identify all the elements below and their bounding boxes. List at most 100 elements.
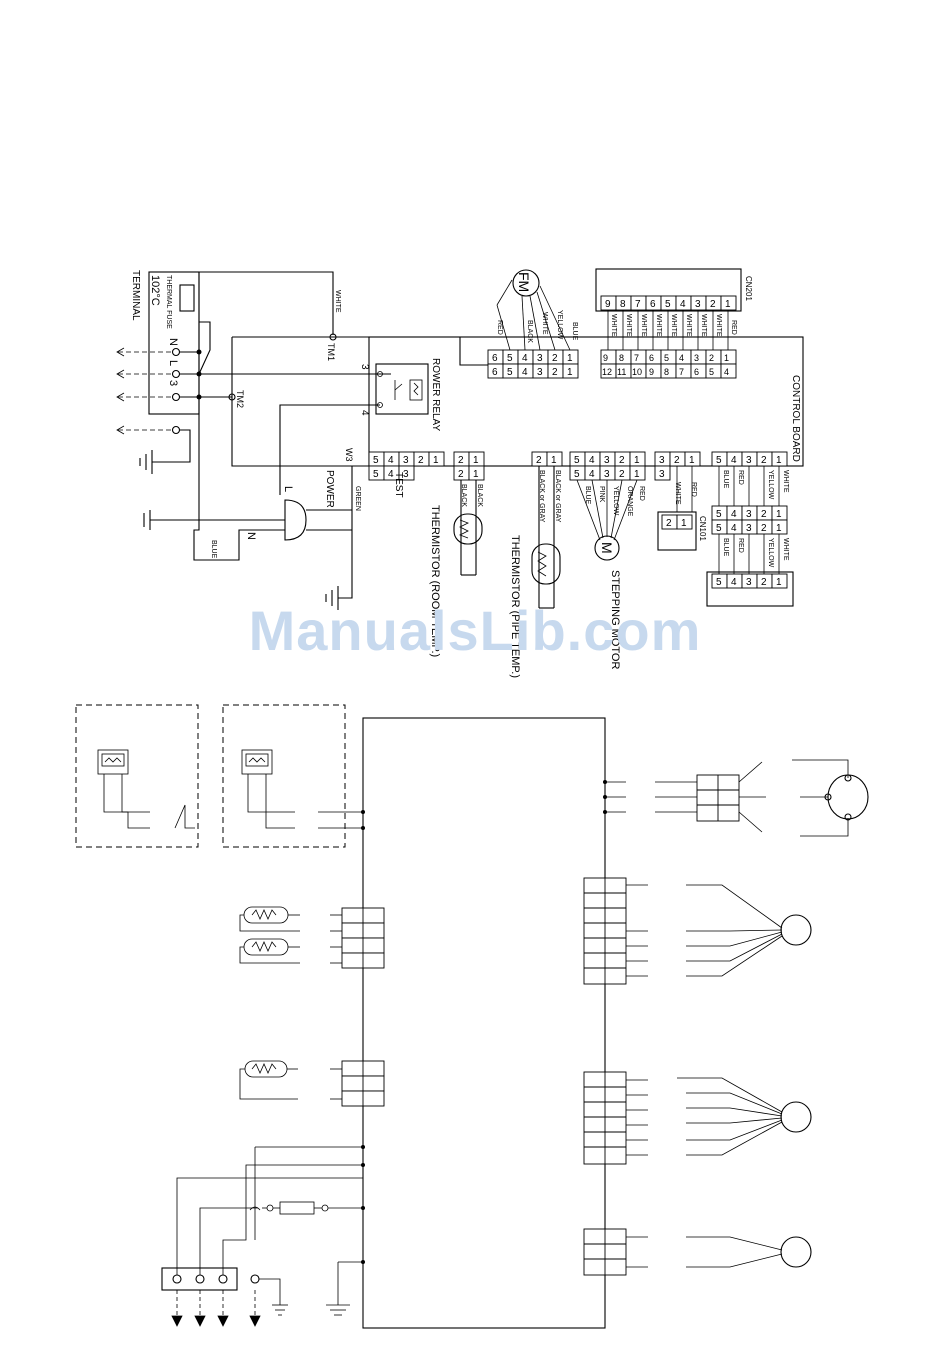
svg-text:4: 4 (731, 509, 737, 520)
wire-label-white-tm1: WHITE (334, 290, 341, 313)
cn201-board-connector: 9 8 7 6 5 4 3 2 1 12 11 10 9 8 7 6 5 4 (600, 349, 737, 379)
pipe-thermistor-label: THERMISTOR (PIPE TEMP.) (509, 535, 521, 678)
svg-text:4: 4 (731, 577, 737, 588)
thermal-fuse-label: THERMAL FUSE (165, 275, 172, 329)
cn201-label: CN201 (744, 276, 753, 301)
wire-label-white-cn201-6: WHITE (685, 314, 692, 337)
svg-text:1: 1 (567, 353, 573, 364)
terminal-label: TERMINAL (130, 270, 141, 321)
svg-text:11: 11 (617, 367, 626, 377)
svg-text:2: 2 (761, 455, 767, 466)
wire-label-white-cn201-4: WHITE (655, 314, 662, 337)
cn201-connector-housing (595, 268, 742, 312)
svg-text:5: 5 (716, 455, 722, 466)
wire-label-blue-sm: BLUE (584, 486, 591, 505)
wire-label-white-cn201-7: WHITE (700, 314, 707, 337)
wire-label-white-cn201-5: WHITE (670, 314, 677, 337)
wire-label-red-fm: RED (496, 320, 503, 335)
svg-text:1: 1 (681, 518, 687, 529)
svg-text:5: 5 (574, 455, 580, 466)
svg-text:4: 4 (679, 353, 684, 363)
plug-n-label: N (245, 532, 257, 540)
svg-text:1: 1 (776, 455, 782, 466)
svg-text:1: 1 (634, 455, 640, 466)
wire-label-blue-power: BLUE (210, 540, 217, 559)
schematic-connector-2 (583, 1071, 627, 1165)
svg-text:1: 1 (551, 455, 557, 466)
svg-text:8: 8 (664, 367, 669, 377)
svg-text:3: 3 (403, 469, 409, 480)
schematic-motor-3 (780, 1236, 812, 1268)
terminal-l-label: L (167, 360, 179, 366)
fan-motor-symbol (512, 269, 540, 297)
svg-text:3: 3 (746, 523, 752, 534)
svg-text:6: 6 (492, 367, 498, 378)
wire-label-yellow-fm: YELLOW (556, 310, 563, 340)
svg-text:1: 1 (776, 577, 782, 588)
wire-label-yellow-r1: YELLOW (767, 470, 774, 500)
cn201-connector: 9 8 7 6 5 4 3 2 1 (600, 295, 737, 311)
svg-text:7: 7 (679, 367, 684, 377)
wire-label-black-room-2: BLACK (460, 484, 467, 507)
test-connector: 5 4 3 2 1 5 4 3 (368, 451, 445, 481)
svg-text:7: 7 (635, 299, 641, 310)
svg-text:4: 4 (522, 367, 528, 378)
svg-text:3: 3 (746, 577, 752, 588)
wire-label-red-cn201: RED (730, 320, 737, 335)
stepping-motor-label: STEPPING MOTOR (609, 570, 621, 669)
cn101-board-connector: 3 2 1 3 (654, 451, 701, 481)
svg-text:5: 5 (507, 353, 513, 364)
schematic-motor-2 (780, 1101, 812, 1133)
svg-text:1: 1 (725, 299, 731, 310)
svg-text:1: 1 (473, 469, 479, 480)
svg-text:3: 3 (403, 455, 409, 466)
svg-text:6: 6 (492, 353, 498, 364)
svg-text:8: 8 (620, 299, 626, 310)
test-label: TEST (393, 472, 404, 498)
schematic-thermistor-connector-2 (341, 1060, 385, 1107)
svg-text:1: 1 (776, 509, 782, 520)
svg-text:2: 2 (710, 299, 716, 310)
svg-text:2: 2 (536, 455, 542, 466)
schematic-connector-3 (583, 1228, 627, 1276)
svg-text:3: 3 (537, 367, 543, 378)
wire-label-pipe-2: BLACK or GRAY (538, 470, 545, 523)
svg-text:2: 2 (552, 367, 558, 378)
stepping-motor-connector: 5 4 3 2 1 5 4 3 2 1 (569, 451, 646, 481)
schematic-fan-connector (696, 774, 740, 822)
svg-text:6: 6 (694, 367, 699, 377)
cn101-label: CN101 (698, 516, 707, 541)
svg-text:9: 9 (603, 353, 608, 363)
wire-label-white-fm: WHITE (541, 312, 548, 335)
wire-label-white-cn201-8: WHITE (715, 314, 722, 337)
svg-text:4: 4 (589, 469, 595, 480)
svg-text:5: 5 (664, 353, 669, 363)
wire-label-green: GREEN (354, 486, 361, 511)
schematic-thermistor-connector (341, 907, 385, 969)
wire-label-black-room-1: BLACK (476, 484, 483, 507)
svg-text:5: 5 (709, 367, 714, 377)
fuse-temp-label: 102°C (149, 275, 161, 306)
terminal-n-label: N (167, 338, 179, 346)
svg-text:1: 1 (689, 455, 695, 466)
schematic-terminal-block (161, 1267, 260, 1291)
svg-text:9: 9 (649, 367, 654, 377)
wire-label-pipe-1: BLACK or GRAY (554, 470, 561, 523)
svg-text:5: 5 (665, 299, 671, 310)
svg-text:6: 6 (650, 299, 656, 310)
option-box-right (222, 704, 346, 848)
wire-label-blue-r1: BLUE (722, 470, 729, 489)
svg-text:4: 4 (388, 455, 394, 466)
schematic-outputs (171, 1290, 261, 1327)
wire-label-white-cn101: WHITE (674, 482, 681, 505)
svg-text:6: 6 (649, 353, 654, 363)
wire-label-yellow-sm: YELLOW (612, 486, 619, 516)
svg-text:4: 4 (388, 469, 394, 480)
svg-text:3: 3 (537, 353, 543, 364)
wire-label-red-r1: RED (737, 470, 744, 485)
svg-text:10: 10 (632, 367, 642, 377)
svg-text:2: 2 (761, 577, 767, 588)
svg-text:3: 3 (694, 353, 699, 363)
tm1-label: TM1 (326, 343, 336, 361)
